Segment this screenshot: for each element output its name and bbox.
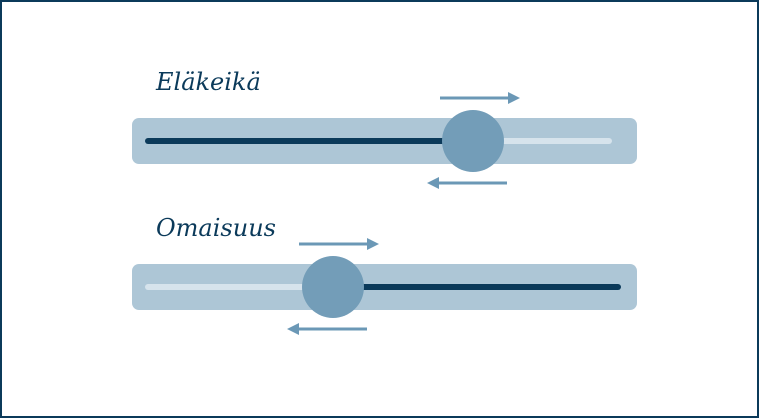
- slider-knob[interactable]: [442, 110, 504, 172]
- arrow-right-icon: [440, 92, 520, 104]
- slider-rest: [145, 284, 333, 290]
- arrow-right-icon: [299, 238, 379, 250]
- slider-fill: [333, 284, 621, 290]
- slider-rest: [475, 138, 612, 144]
- slider-knob[interactable]: [302, 256, 364, 318]
- arrow-left-icon: [287, 323, 367, 335]
- slider-label-elakeika: Eläkeikä: [156, 68, 261, 96]
- slider-label-omaisuus: Omaisuus: [156, 214, 276, 242]
- slider-elakeika[interactable]: [132, 110, 637, 172]
- slider-fill: [145, 138, 475, 144]
- slider-omaisuus[interactable]: [132, 256, 637, 318]
- arrow-left-icon: [427, 177, 507, 189]
